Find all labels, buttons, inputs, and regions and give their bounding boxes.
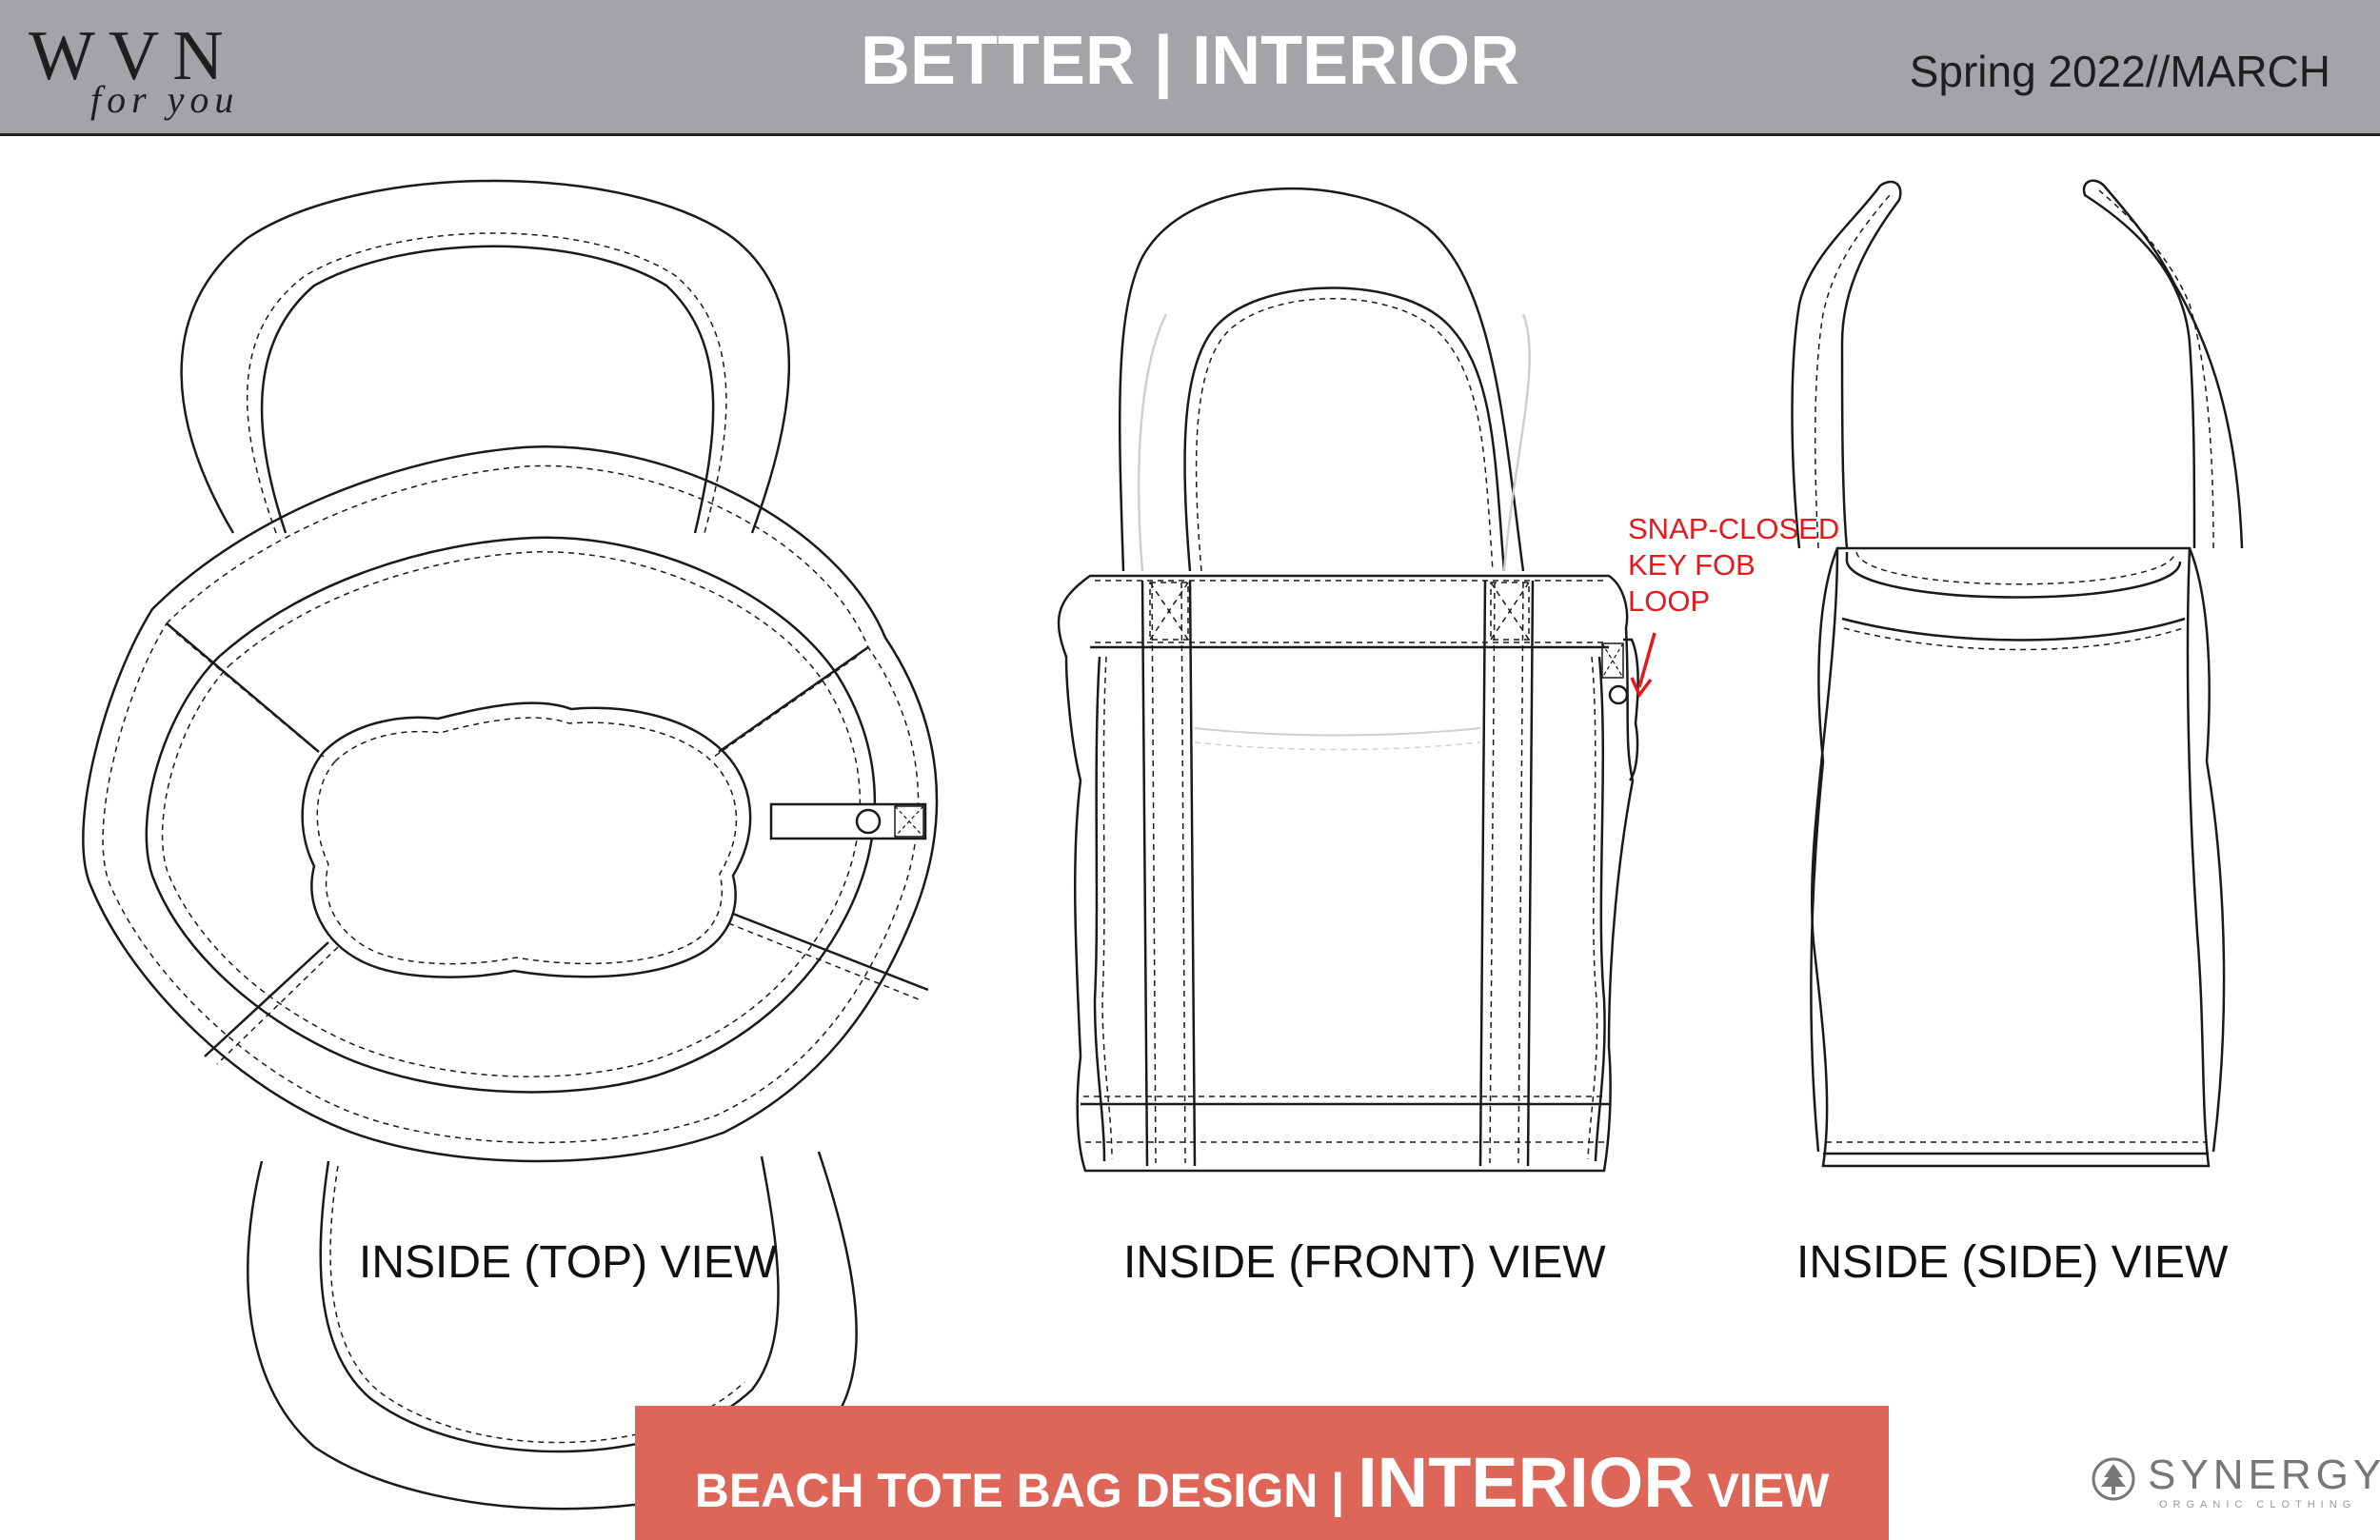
header-bar: WVN for you BETTER | INTERIOR Spring 202… [0, 0, 2380, 136]
brand-mark: SYNERGY ORGANIC CLOTHING [2091, 1454, 2380, 1511]
front-view-label: INSIDE (FRONT) VIEW [1123, 1237, 1606, 1288]
top-view-drawing [82, 179, 939, 1510]
callout-line-3: LOOP [1628, 584, 1711, 618]
key-fob-callout: SNAP-CLOSED KEY FOB LOOP [1628, 511, 1839, 620]
footer-banner: BEACH TOTE BAG DESIGN | INTERIOR VIEW [635, 1406, 1889, 1540]
tote-bag-sketches [82, 179, 2244, 1510]
page-title: BETTER | INTERIOR [860, 23, 1520, 99]
front-view-drawing [1057, 187, 1656, 1173]
callout-line-1: SNAP-CLOSED [1628, 512, 1840, 545]
season-label: Spring 2022//MARCH [1909, 47, 2330, 96]
callout-line-2: KEY FOB [1628, 548, 1755, 582]
banner-title: BEACH TOTE BAG DESIGN | INTERIOR VIEW [635, 1448, 1889, 1518]
tree-icon [2092, 1457, 2135, 1501]
side-view-drawing [1791, 179, 2244, 1168]
top-view-label: INSIDE (TOP) VIEW [359, 1237, 778, 1288]
brand-tagline: ORGANIC CLOTHING [2159, 1499, 2357, 1510]
brand-logo-subtitle: for you [90, 78, 240, 121]
brand-name: SYNERGY [2148, 1451, 2380, 1498]
banner-title-emphasis: INTERIOR [1358, 1443, 1695, 1522]
brand-logo: WVN [29, 17, 237, 95]
banner-title-prefix: BEACH TOTE BAG DESIGN | [694, 1464, 1359, 1517]
side-view-label: INSIDE (SIDE) VIEW [1796, 1237, 2229, 1288]
banner-title-suffix: VIEW [1694, 1464, 1830, 1517]
